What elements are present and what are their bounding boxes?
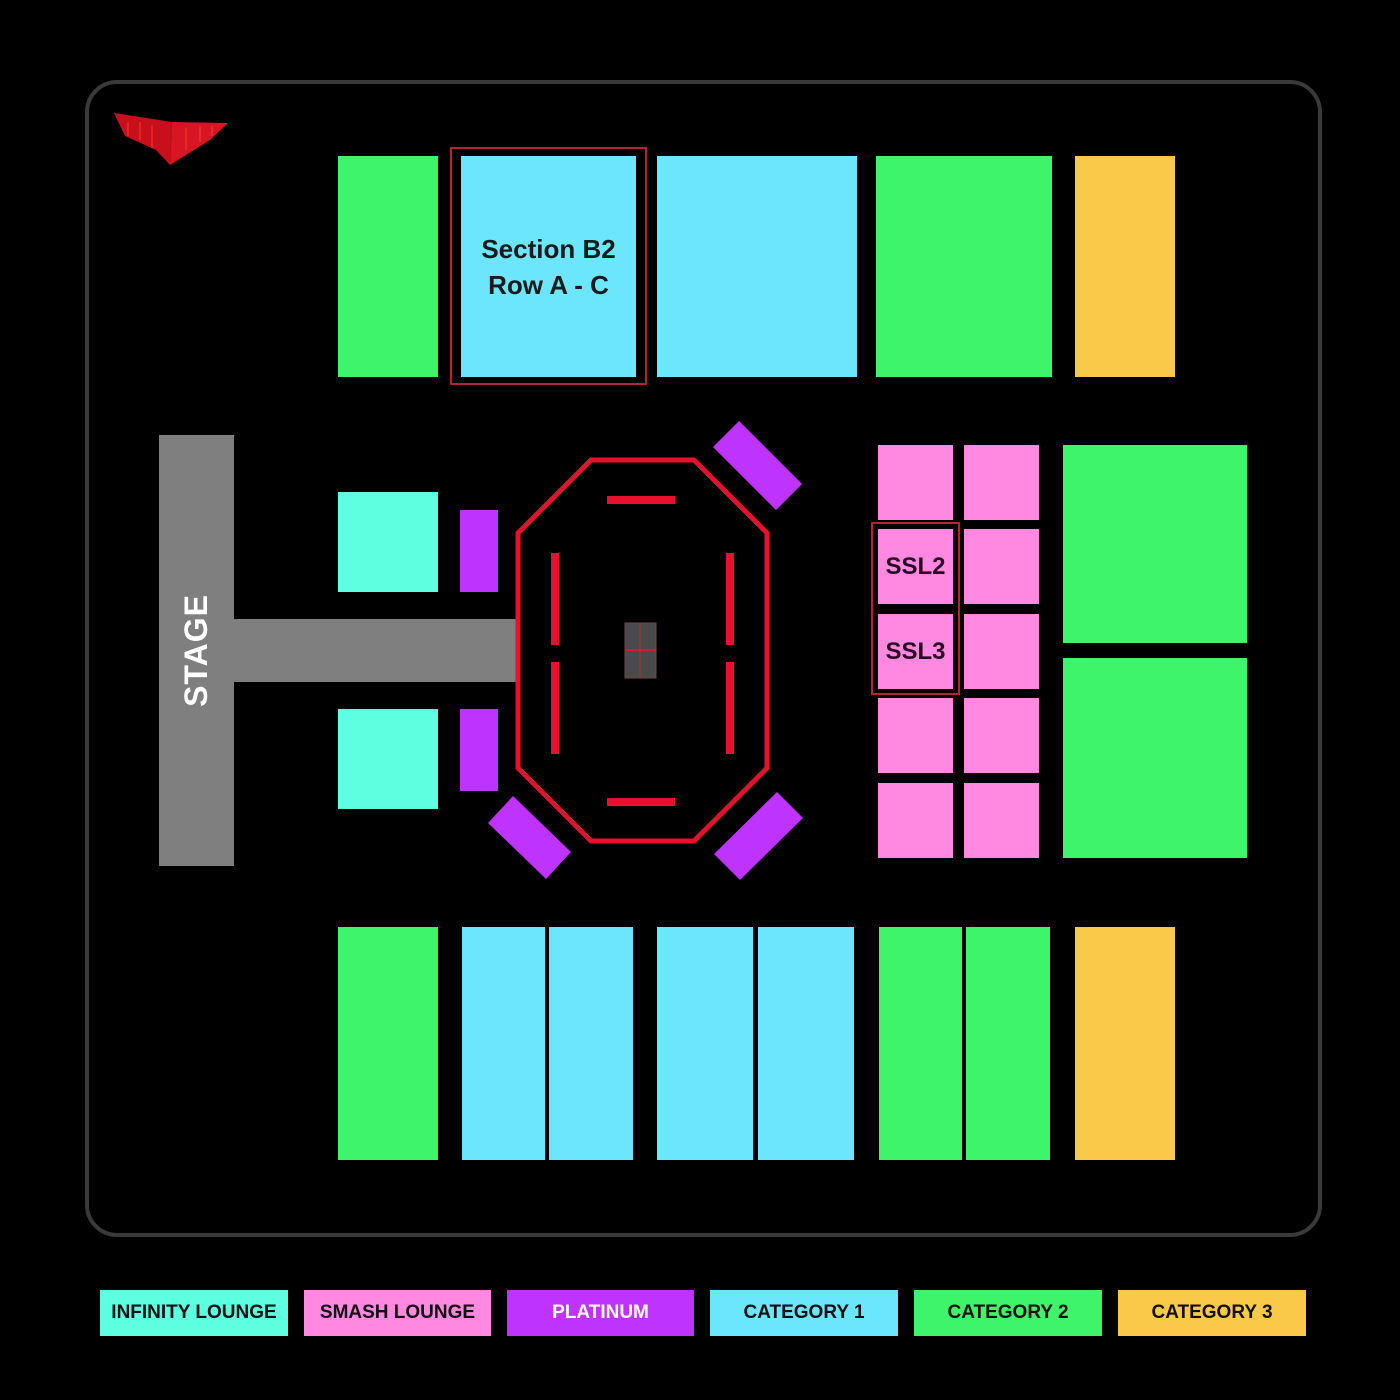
infinity-lounge-upper[interactable] <box>338 492 438 592</box>
stage-label: STAGE <box>178 594 215 707</box>
smash-lounge-r5c2[interactable] <box>964 783 1039 858</box>
section-bottom-5[interactable] <box>758 927 854 1160</box>
legend-infinity-lounge: INFINITY LOUNGE <box>100 1290 288 1336</box>
section-right-upper[interactable] <box>1063 445 1247 643</box>
runway <box>234 619 518 682</box>
venue-frame <box>85 80 1322 1237</box>
platinum-left-lower[interactable] <box>460 709 498 791</box>
stage-label-wrap: STAGE <box>159 435 234 866</box>
section-b2[interactable] <box>461 156 636 377</box>
legend-category-1: CATEGORY 1 <box>710 1290 898 1336</box>
section-top-1[interactable] <box>338 156 438 377</box>
section-bottom-4[interactable] <box>657 927 753 1160</box>
section-bottom-2[interactable] <box>462 927 545 1160</box>
smash-lounge-ssl3[interactable] <box>878 614 953 689</box>
smash-lounge-r3c2[interactable] <box>964 614 1039 689</box>
section-bottom-6[interactable] <box>879 927 962 1160</box>
legend-category-3: CATEGORY 3 <box>1118 1290 1306 1336</box>
section-top-5[interactable] <box>1075 156 1175 377</box>
section-b2-title: Section B2 <box>481 233 616 264</box>
section-bottom-1[interactable] <box>338 927 438 1160</box>
smash-lounge-r2c2[interactable] <box>964 529 1039 604</box>
stage <box>159 435 234 866</box>
section-bottom-8[interactable] <box>1075 927 1175 1160</box>
platinum-left-upper[interactable] <box>460 510 498 592</box>
ssl3-label: SSL3 <box>885 637 946 665</box>
smash-lounge-r1c2[interactable] <box>964 445 1039 520</box>
legend-smash-lounge: SMASH LOUNGE <box>304 1290 491 1336</box>
smash-lounge-r4c1[interactable] <box>878 698 953 773</box>
smash-lounge-r1c1[interactable] <box>878 445 953 520</box>
ssl2-label: SSL2 <box>885 552 946 580</box>
section-right-lower[interactable] <box>1063 658 1247 858</box>
smash-lounge-ssl2[interactable] <box>878 529 953 604</box>
smash-lounge-r4c2[interactable] <box>964 698 1039 773</box>
section-bottom-7[interactable] <box>966 927 1050 1160</box>
infinity-lounge-lower[interactable] <box>338 709 438 809</box>
section-b2-label: Section B2 Row A - C <box>461 156 636 377</box>
section-top-4[interactable] <box>876 156 1052 377</box>
legend-category-2: CATEGORY 2 <box>914 1290 1102 1336</box>
section-bottom-3[interactable] <box>549 927 633 1160</box>
smash-lounge-r5c1[interactable] <box>878 783 953 858</box>
section-top-3[interactable] <box>657 156 857 377</box>
legend-platinum: PLATINUM <box>507 1290 694 1336</box>
section-b2-rows: Row A - C <box>488 269 609 300</box>
